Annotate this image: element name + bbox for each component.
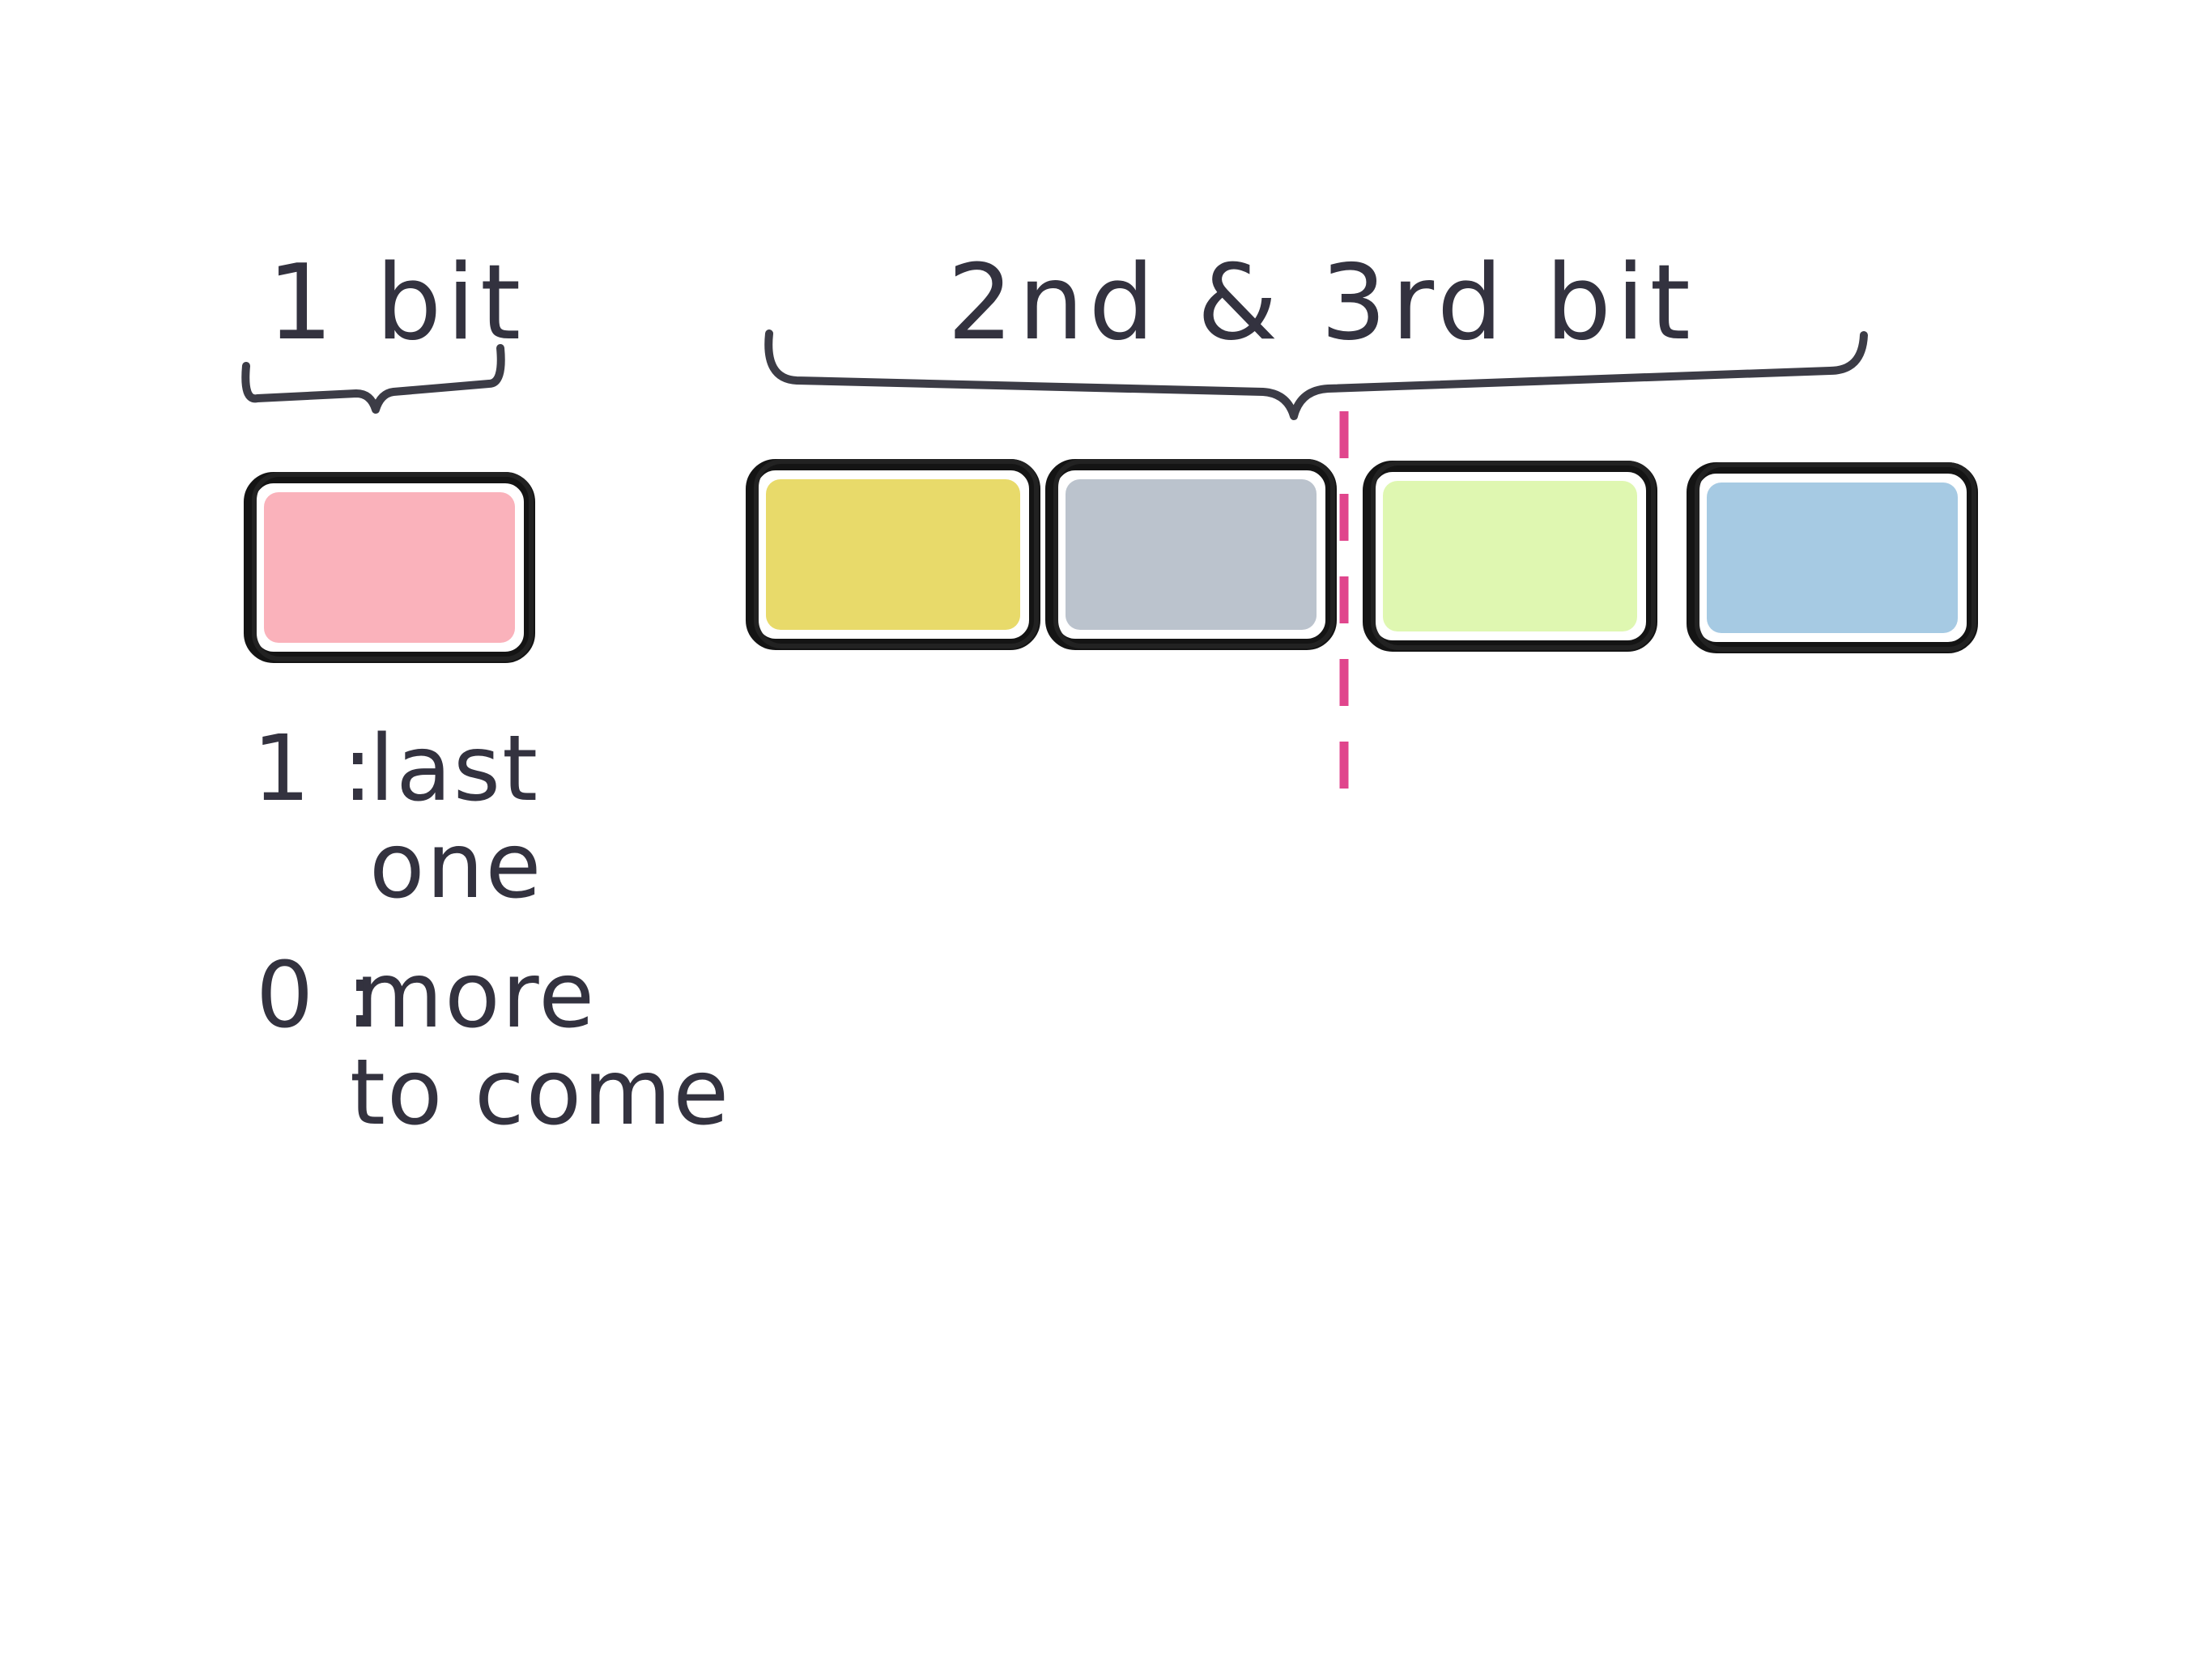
value-cell-3-fill xyxy=(1383,481,1637,631)
note-line1-value-2: one xyxy=(369,814,542,919)
cells-group xyxy=(244,459,1978,663)
brace-right-group: 2nd & 3rd bit xyxy=(764,243,1868,420)
value-cell-4-fill xyxy=(1707,483,1958,633)
brace-right-label: 2nd & 3rd bit xyxy=(947,243,1695,363)
note-line2-key: 0 : xyxy=(256,943,378,1048)
note-group: 1 : last one 0 : more to come xyxy=(253,716,730,1146)
flag-cell-fill xyxy=(264,492,515,643)
note-line2-value: more xyxy=(355,943,596,1048)
brace-left xyxy=(241,344,505,414)
value-cell-4 xyxy=(1687,462,1978,653)
value-cell-2-fill xyxy=(1066,479,1317,630)
value-cell-1-outline-sketch xyxy=(754,459,1039,648)
value-cell-3 xyxy=(1363,461,1657,652)
value-cell-4-outline-sketch xyxy=(1695,462,1976,652)
note-line1-key: 1 : xyxy=(253,716,375,822)
note-line2-value-2: to come xyxy=(350,1040,730,1146)
value-cell-2-outline-sketch xyxy=(1053,459,1335,648)
value-cell-3-outline-sketch xyxy=(1371,461,1656,650)
flag-cell xyxy=(244,472,535,663)
brace-right xyxy=(764,329,1868,420)
brace-left-group: 1 bit xyxy=(241,243,525,414)
flag-cell-outline-sketch xyxy=(252,472,534,661)
value-cell-1 xyxy=(746,459,1040,650)
value-cell-2 xyxy=(1045,459,1337,650)
value-cell-1-fill xyxy=(766,479,1020,630)
brace-left-label: 1 bit xyxy=(267,243,525,363)
note-line1-value: last xyxy=(369,716,539,822)
